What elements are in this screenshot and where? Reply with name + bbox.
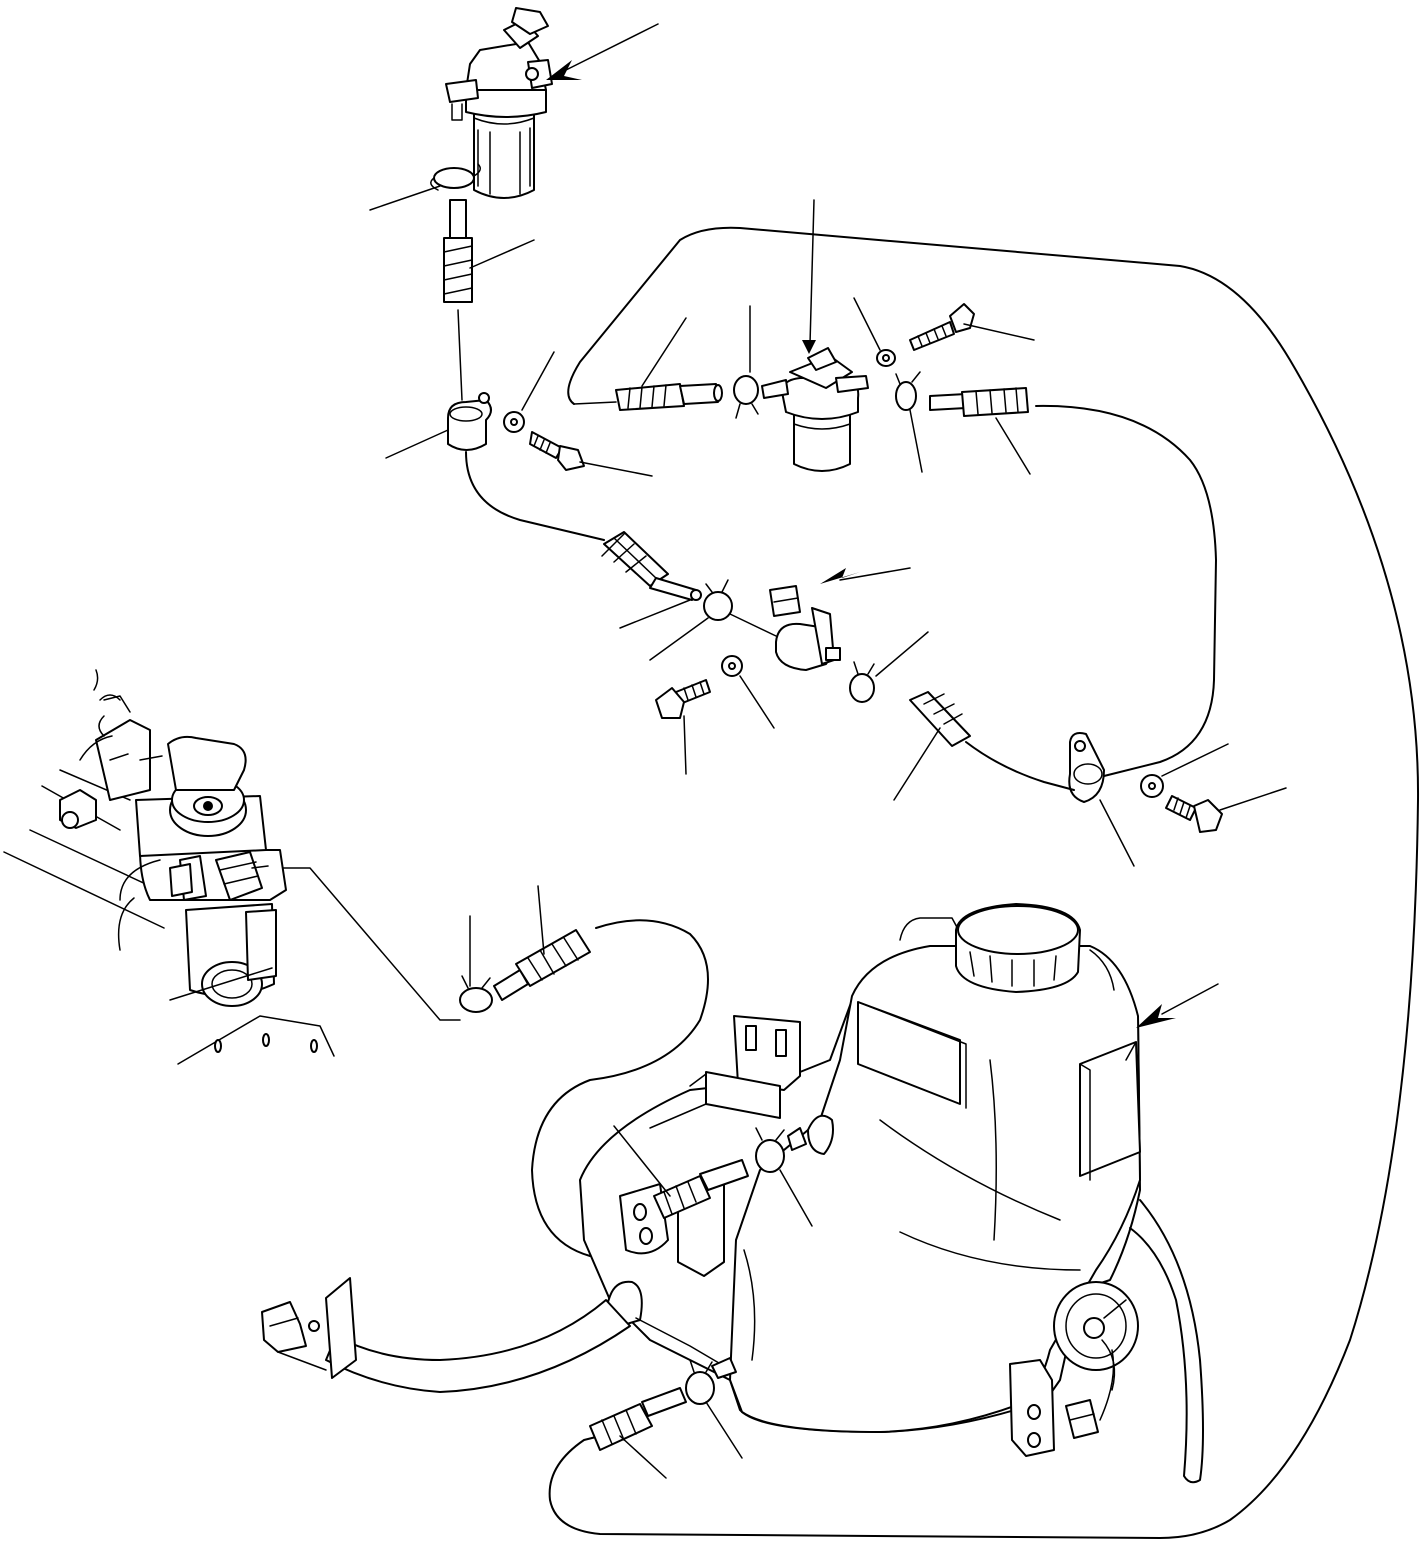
lower-left-clamp	[460, 916, 492, 1012]
fuel-lines	[270, 228, 1418, 1538]
tank-outlet-pipe	[262, 1278, 724, 1392]
bracket-clamp-right	[1069, 733, 1134, 866]
right-washer-bolt	[1141, 744, 1286, 832]
mid-washer-bolt	[656, 656, 774, 774]
tank-clamp-upper	[756, 1116, 833, 1226]
clamp-center-right	[896, 372, 922, 472]
leader-arrow-upper-filter	[546, 24, 658, 80]
bracket-clamp-left	[386, 393, 491, 458]
tank-clamp-lower	[686, 1358, 742, 1458]
mid-hose-right	[894, 692, 970, 800]
hose-center-left	[574, 318, 722, 410]
tank-hose-lower	[590, 1388, 686, 1478]
mid-sensor	[730, 568, 910, 670]
washer-bolt-center	[854, 298, 1034, 366]
clamp-center-left	[734, 306, 758, 418]
lower-left-hose	[494, 886, 708, 1256]
mid-hose-left	[602, 532, 701, 628]
mid-clamp-left	[650, 580, 732, 660]
hose-center-right	[930, 388, 1030, 474]
tank-hose-upper	[614, 1126, 748, 1218]
center-fuel-filter	[762, 200, 868, 471]
engine-injection-pump	[4, 670, 334, 1064]
mid-clamp-right	[850, 632, 928, 702]
clamp-upper	[370, 164, 480, 210]
washer-bolt-left	[504, 352, 652, 476]
upper-fuel-filter	[446, 8, 552, 198]
hose-upper-vertical	[444, 200, 534, 400]
